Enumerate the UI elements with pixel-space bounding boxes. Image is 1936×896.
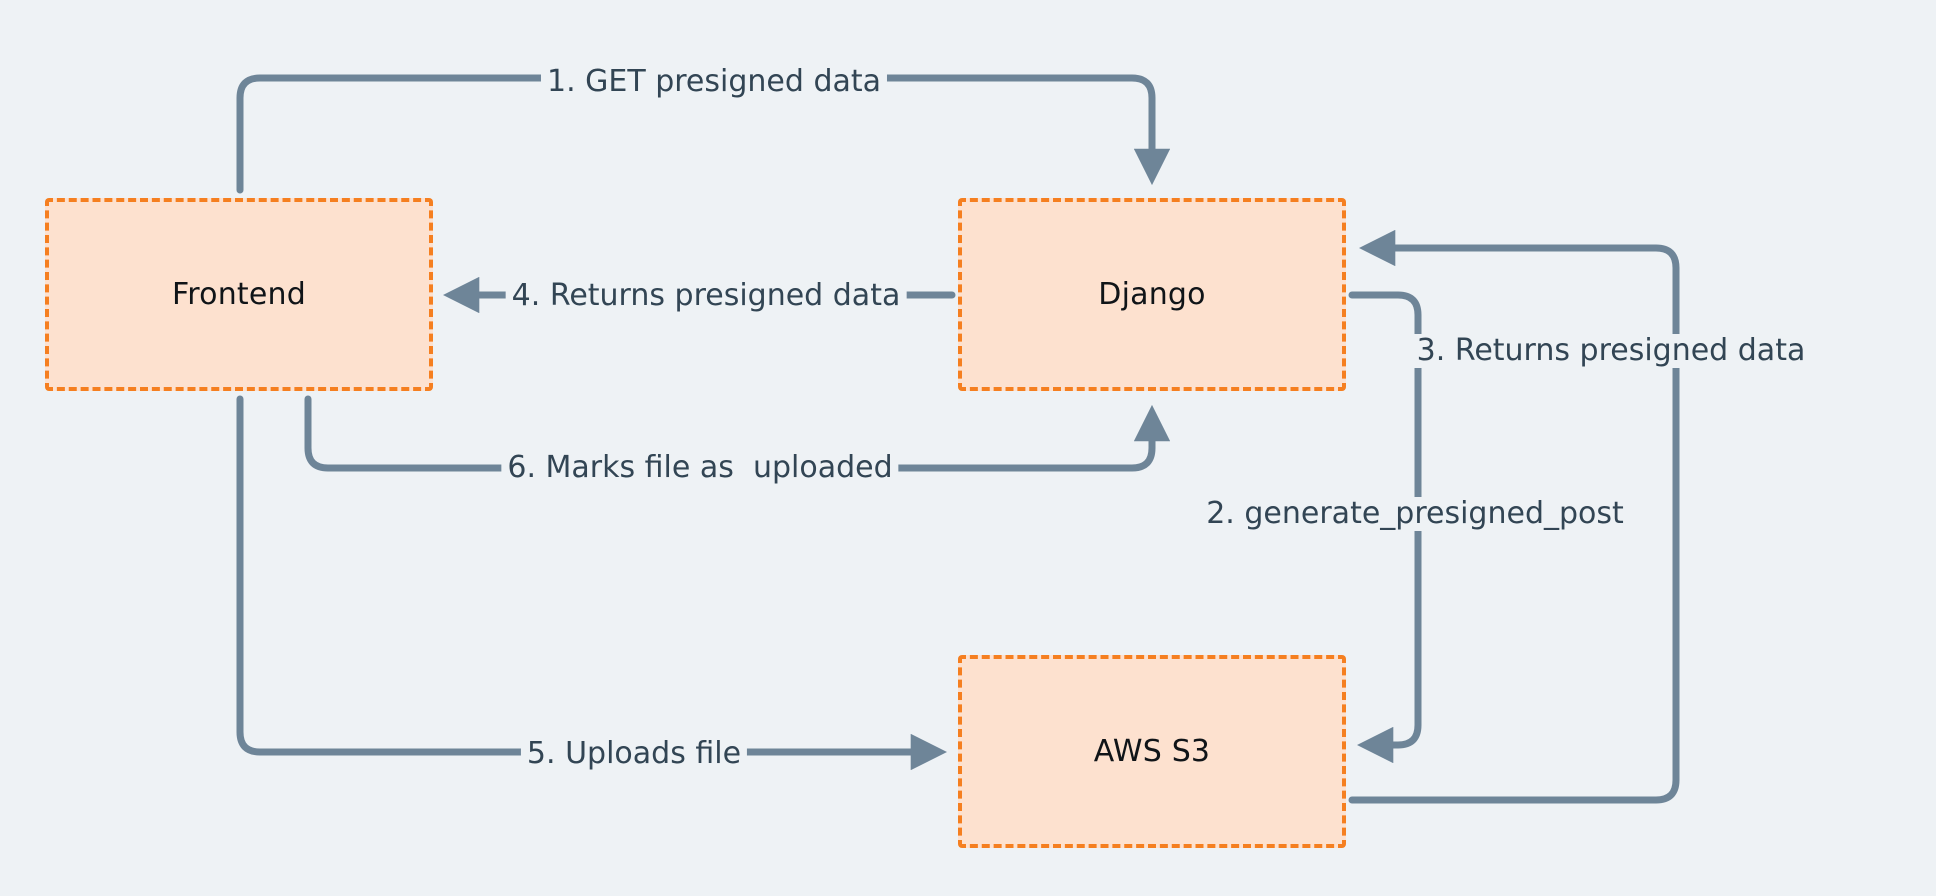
node-django-label: Django <box>1098 277 1206 312</box>
node-aws-s3-label: AWS S3 <box>1093 734 1211 769</box>
edge-path-step-3 <box>1348 229 1680 804</box>
edge-path-step-5 <box>236 395 948 771</box>
node-django[interactable]: Django <box>958 198 1346 391</box>
node-frontend-label: Frontend <box>172 277 306 312</box>
edge-path-step-2 <box>1348 291 1422 764</box>
node-frontend[interactable]: Frontend <box>45 198 433 391</box>
node-aws-s3[interactable]: AWS S3 <box>958 655 1346 848</box>
edge-path-step-6 <box>304 395 1171 472</box>
edge-path-step-1 <box>236 74 1171 194</box>
